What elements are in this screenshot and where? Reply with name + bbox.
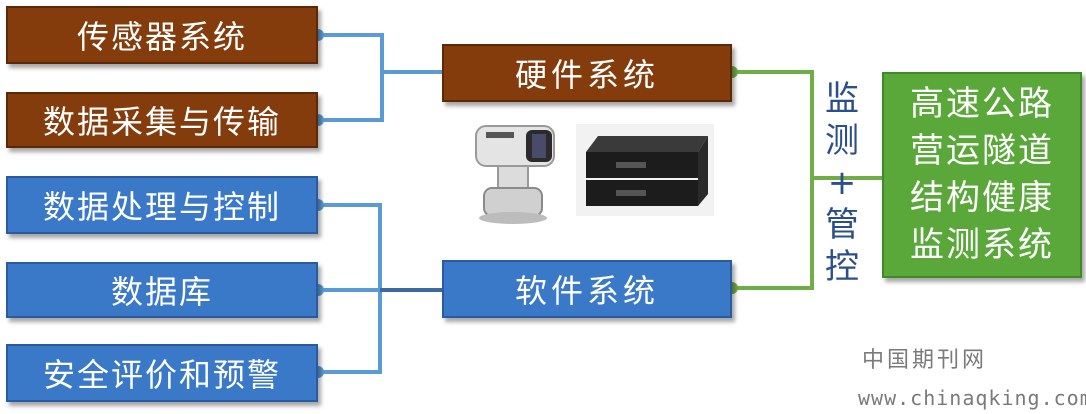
target-line-3: 结构健康: [910, 178, 1054, 218]
ptz-camera-icon: [464, 118, 564, 230]
monitor-char-1: 监: [825, 79, 859, 119]
database-box: 数据库: [6, 262, 318, 318]
target-line-2: 营运隧道: [910, 131, 1054, 171]
monitor-connectors: [736, 70, 882, 290]
software-system-box: 软件系统: [442, 260, 732, 318]
monitor-char-2: 测: [825, 121, 859, 161]
hardware-system-label: 硬件系统: [514, 56, 659, 94]
sensor-system-box: 传感器系统: [6, 6, 318, 64]
data-processing-label: 数据处理与控制: [42, 188, 281, 226]
hardware-system-box: 硬件系统: [442, 44, 732, 102]
monitor-plus: +: [827, 163, 857, 203]
data-acquisition-box: 数据采集与传输: [6, 92, 318, 148]
watermark-name: 中国期刊网: [862, 348, 988, 373]
sensor-system-label: 传感器系统: [76, 18, 247, 56]
software-system-label: 软件系统: [514, 272, 659, 310]
hardware-connectors: [318, 33, 444, 122]
watermark-url: www.chinaqking.com: [858, 386, 1086, 410]
monitor-control-label: 监 测 + 管 控: [820, 78, 864, 288]
software-connectors: [318, 203, 444, 374]
database-label: 数据库: [110, 273, 213, 311]
server-rack-icon: [576, 124, 714, 216]
safety-evaluation-label: 安全评价和预警: [42, 356, 281, 394]
target-line-4: 监测系统: [910, 225, 1054, 265]
data-acquisition-label: 数据采集与传输: [42, 103, 281, 141]
target-line-1: 高速公路: [910, 84, 1054, 124]
monitor-char-3: 管: [825, 205, 859, 245]
data-processing-box: 数据处理与控制: [6, 176, 318, 234]
monitor-char-4: 控: [825, 247, 859, 287]
safety-evaluation-box: 安全评价和预警: [6, 344, 318, 402]
target-system-box: 高速公路 营运隧道 结构健康 监测系统: [882, 72, 1082, 278]
